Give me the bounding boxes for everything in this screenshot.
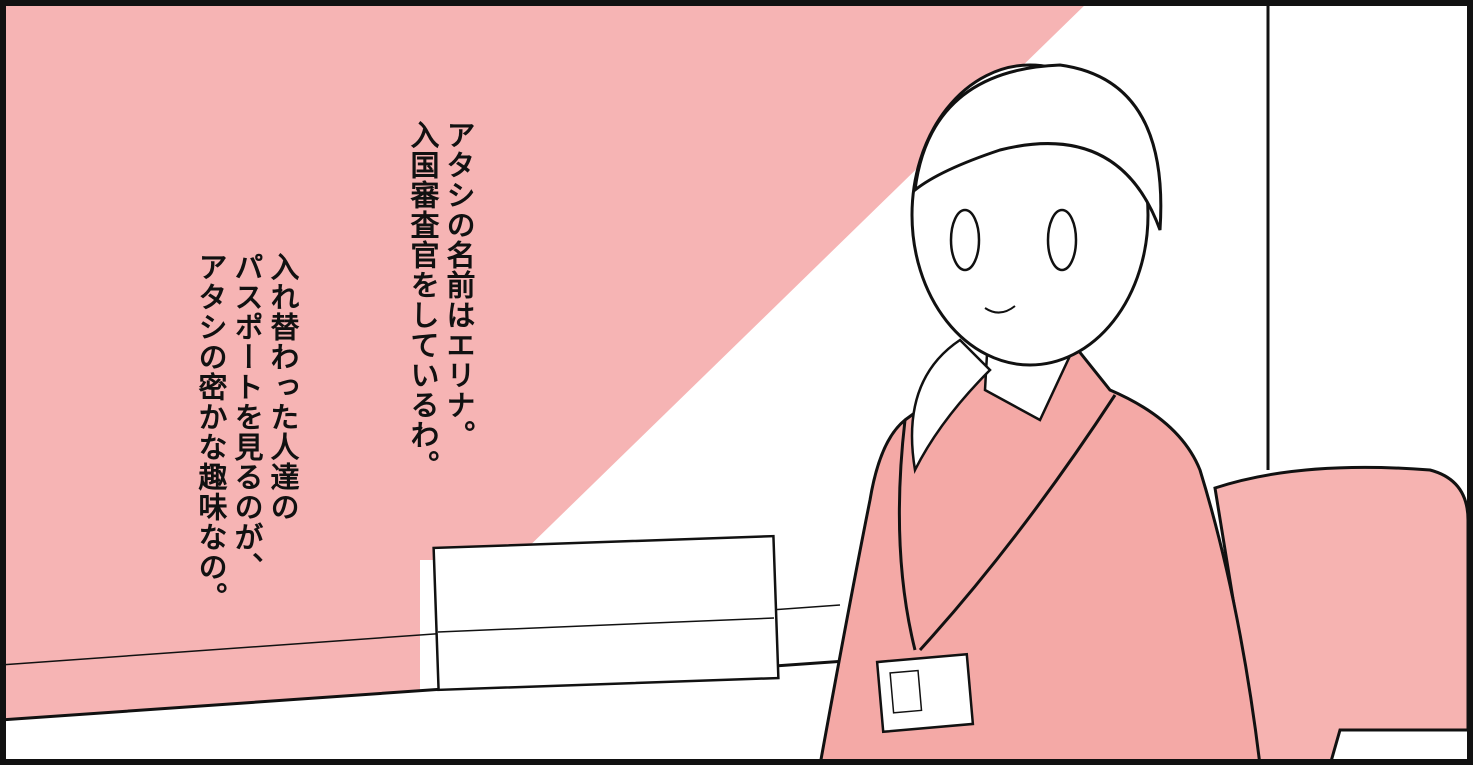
floor-band [0, 560, 420, 720]
caption-line: パスポートを見るのが、 [230, 252, 264, 582]
lanyard [897, 394, 1117, 652]
caption-line: アタシの名前はエリナ。 [442, 120, 476, 450]
officer-mouth [984, 305, 1016, 314]
caption-line: アタシの密かな趣味なの。 [194, 252, 228, 612]
officer-hair [913, 63, 1163, 231]
narration-caption: アタシの名前はエリナ。入国審査官をしているわ。 [405, 120, 477, 480]
booth-divider [432, 534, 780, 692]
officer-ponytail [910, 338, 992, 474]
caption-line: 入れ替わった人達の [266, 252, 300, 522]
caption-line: 入国審査官をしているわ。 [406, 120, 440, 480]
officer-eye-right [1046, 208, 1078, 272]
officer-eye-left [949, 208, 981, 272]
narration-caption: 入れ替わった人達のパスポートを見るのが、アタシの密かな趣味なの。 [193, 252, 301, 612]
pink-wall [0, 0, 1120, 560]
